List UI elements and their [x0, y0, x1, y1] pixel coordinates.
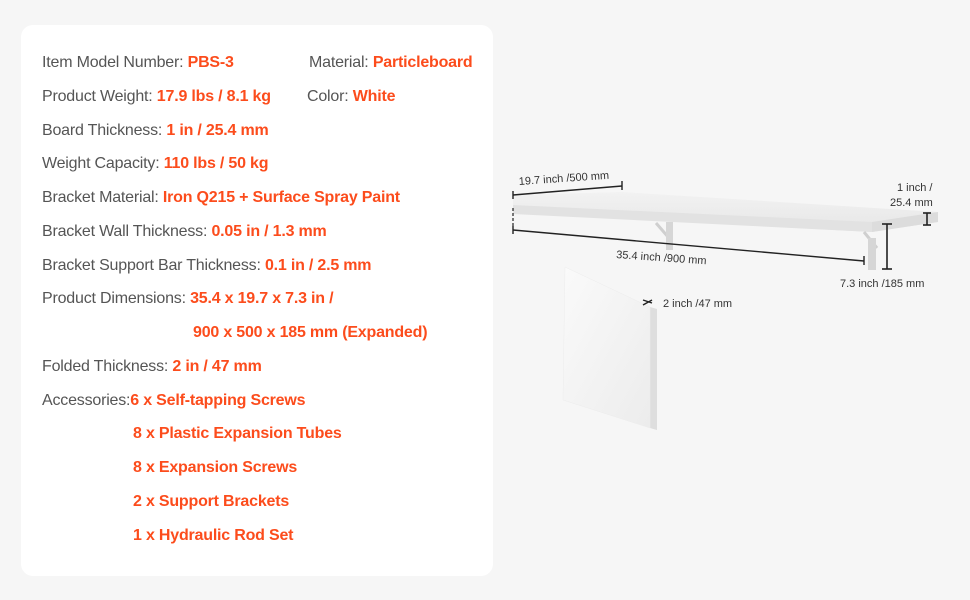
spec-material: Material: Particleboard	[309, 53, 473, 73]
spec-value: 1 in / 25.4 mm	[166, 122, 269, 139]
accessory-item: 1 x Hydraulic Rod Set	[133, 527, 294, 544]
accessory-item: 8 x Expansion Screws	[133, 459, 298, 476]
spec-accessories: Accessories:6 x Self-tapping Screws	[42, 391, 306, 411]
thickness-label-line1: 1 inch /	[897, 182, 933, 194]
accessory-item: 2 x Support Brackets	[133, 493, 290, 510]
spec-label: Product Weight:	[42, 88, 157, 105]
spec-value: 0.1 in / 2.5 mm	[264, 257, 372, 274]
bracket-icon	[654, 222, 673, 250]
spec-dimensions: Product Dimensions: 35.4 x 19.7 x 7.3 in…	[42, 289, 334, 309]
spec-label: Folded Thickness:	[42, 358, 173, 375]
height-label: 7.3 inch /185 mm	[840, 278, 924, 290]
spec-capacity: Weight Capacity: 110 lbs / 50 kg	[42, 154, 269, 174]
accessory-row: 8 x Expansion Screws	[133, 458, 297, 478]
spec-label: Weight Capacity:	[42, 155, 164, 172]
accessory-row: 2 x Support Brackets	[133, 492, 289, 512]
spec-value: PBS-3	[187, 54, 234, 71]
spec-value: 17.9 lbs / 8.1 kg	[156, 88, 271, 105]
spec-color: Color: White	[307, 87, 395, 107]
expanded-shelf	[513, 192, 938, 270]
spec-label: Color:	[307, 88, 353, 105]
thickness-dimension	[923, 212, 931, 226]
specs-card: Item Model Number: PBS-3 Material: Parti…	[21, 25, 493, 576]
accessory-row: 1 x Hydraulic Rod Set	[133, 526, 293, 546]
spec-bracket-wall: Bracket Wall Thickness: 0.05 in / 1.3 mm	[42, 222, 327, 242]
depth-label: 19.7 inch /500 mm	[518, 170, 609, 188]
spec-label: Product Dimensions:	[42, 290, 191, 307]
spec-label: Bracket Wall Thickness:	[42, 223, 212, 240]
spec-bracket-bar: Bracket Support Bar Thickness: 0.1 in / …	[42, 256, 372, 276]
thickness-label-line2: 25.4 mm	[890, 197, 933, 209]
spec-label: Bracket Support Bar Thickness:	[42, 257, 265, 274]
length-label: 35.4 inch /900 mm	[616, 249, 707, 267]
spec-weight: Product Weight: 17.9 lbs / 8.1 kg	[42, 87, 271, 107]
folded-label: 2 inch /47 mm	[663, 298, 732, 310]
spec-value: White	[352, 88, 396, 105]
depth-dimension	[512, 181, 623, 199]
spec-value: Particleboard	[372, 54, 473, 71]
spec-value: Iron Q215 + Surface Spray Paint	[162, 189, 400, 206]
folded-dimension	[642, 299, 653, 306]
bracket-icon	[862, 231, 879, 270]
height-dimension	[882, 223, 892, 270]
spec-label: Item Model Number:	[42, 54, 188, 71]
accessory-item: 6 x Self-tapping Screws	[130, 392, 306, 409]
spec-value: 900 x 500 x 185 mm (Expanded)	[193, 324, 428, 341]
accessory-item: 8 x Plastic Expansion Tubes	[133, 425, 342, 442]
spec-dimensions-metric: 900 x 500 x 185 mm (Expanded)	[193, 323, 428, 343]
spec-label: Accessories:	[42, 392, 131, 409]
spec-label: Board Thickness:	[42, 122, 167, 139]
shelf-dimension-diagram: 19.7 inch /500 mm 35.4 inch /900 mm 1 in…	[495, 150, 970, 440]
spec-model: Item Model Number: PBS-3	[42, 53, 234, 73]
spec-value: 2 in / 47 mm	[172, 358, 262, 375]
spec-label: Bracket Material:	[42, 189, 163, 206]
spec-bracket-material: Bracket Material: Iron Q215 + Surface Sp…	[42, 188, 400, 208]
spec-folded: Folded Thickness: 2 in / 47 mm	[42, 357, 262, 377]
spec-value: 35.4 x 19.7 x 7.3 in /	[190, 290, 334, 307]
length-dimension	[512, 226, 865, 265]
spec-value: 0.05 in / 1.3 mm	[211, 223, 327, 240]
spec-value: 110 lbs / 50 kg	[163, 155, 269, 172]
spec-board-thickness: Board Thickness: 1 in / 25.4 mm	[42, 121, 269, 141]
accessory-row: 8 x Plastic Expansion Tubes	[133, 424, 342, 444]
folded-shelf	[562, 266, 657, 430]
spec-label: Material:	[309, 54, 373, 71]
